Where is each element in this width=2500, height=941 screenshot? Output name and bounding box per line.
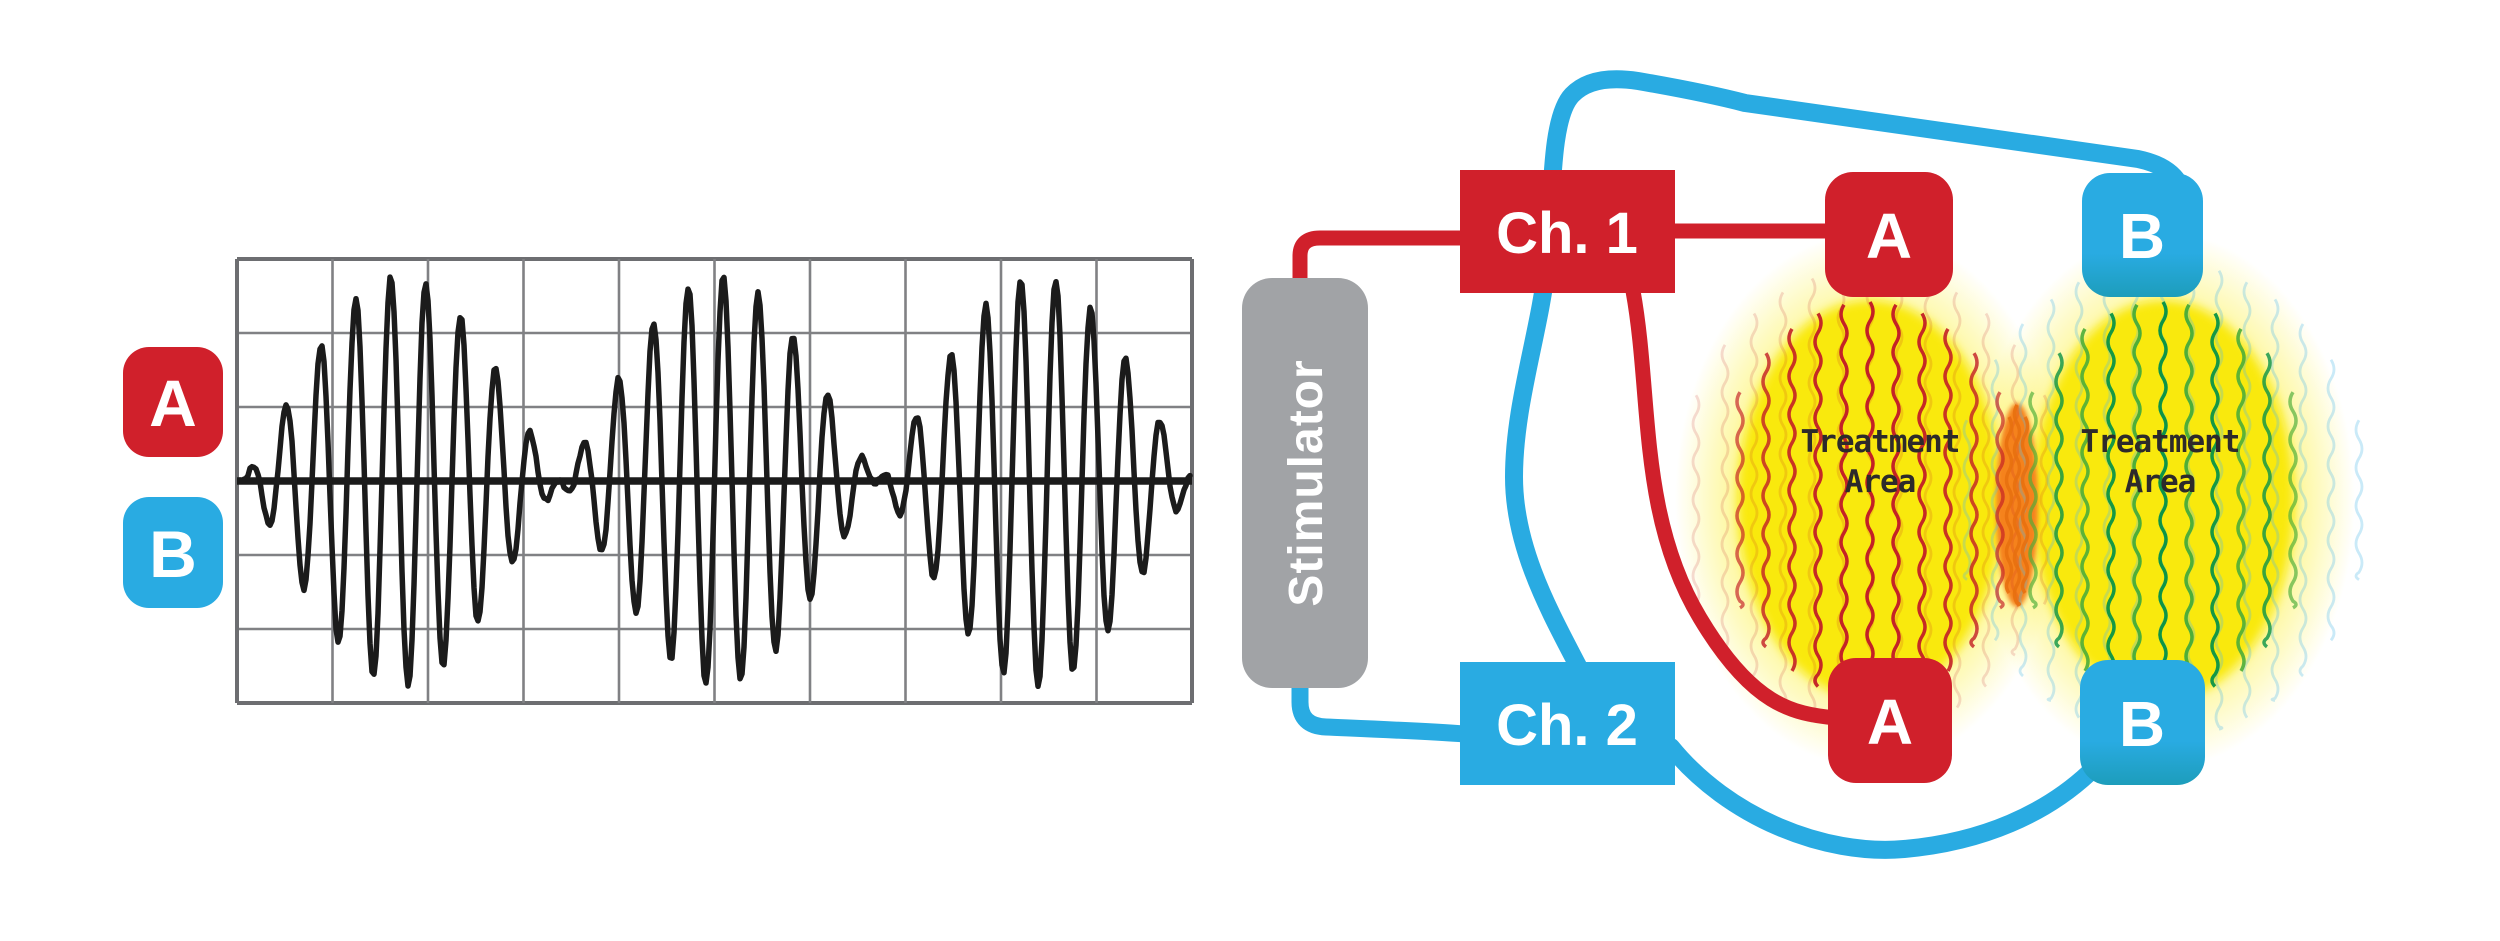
squiggle-line (2054, 352, 2064, 649)
squiggle-line (1865, 301, 1875, 700)
squiggle-line (2326, 358, 2336, 642)
electrode-b-bottom-box (2080, 660, 2205, 785)
squiggle-line (2158, 301, 2168, 700)
squiggle-line (2132, 303, 2142, 697)
oscilloscope-panel: A B (123, 257, 1194, 705)
squiggle-line (1807, 277, 1817, 723)
squiggle-line (2080, 327, 2090, 672)
squiggle-line (2298, 323, 2308, 678)
squiggle-line (1891, 303, 1901, 697)
treatment-label-left-line2: Area (1845, 464, 1916, 500)
treatment-area-right (2032, 300, 2294, 700)
squiggle-line (2184, 303, 2194, 697)
channel-2-label: Ch. 2 (1496, 693, 1638, 758)
squiggle-line (2210, 312, 2220, 688)
cable-blue-stimulator-to-ch2 (1291, 674, 1474, 743)
squiggle-line (1943, 327, 1953, 672)
squiggle-line (1969, 352, 1979, 649)
squiggle-line (2236, 327, 2246, 672)
channel-1-box (1460, 170, 1675, 293)
squiggle-line (2288, 391, 2298, 610)
electrode-a-bottom-label: A (1867, 686, 1913, 758)
squiggle-line (2028, 391, 2038, 610)
squiggle-line (1749, 312, 1759, 688)
squiggle-line (1720, 344, 1730, 657)
squiggle-line (1761, 352, 1771, 649)
electrode-a-top-box (1825, 172, 1953, 297)
cable-red-stimulator-to-ch1 (1292, 230, 1473, 296)
squiggle-line (2354, 419, 2364, 581)
cable-blue-ch2-to-electrode-b-bottom (1662, 738, 2098, 859)
squiggle-line (2270, 298, 2280, 702)
squiggle-line (1735, 391, 1745, 610)
channel-2-box (1460, 662, 1675, 785)
squiggle-line (2106, 312, 2116, 688)
stimulator-box (1242, 278, 1368, 688)
squiggle-line (2074, 281, 2084, 719)
squiggle-line (2004, 416, 2014, 595)
squiggle-line (1962, 419, 1972, 581)
interference-waveform (237, 274, 1193, 690)
squiggle-line (1787, 327, 1797, 672)
squiggle-line (2012, 404, 2022, 607)
squiggle-line (1952, 291, 1962, 709)
cable-red-ch1-to-electrode-a-bottom (1625, 283, 1844, 726)
treatment-area-left (1738, 300, 2002, 700)
electrode-a-bottom-box (1828, 658, 1952, 783)
squiggle-line (2214, 270, 2224, 731)
electrode-a-top-label: A (1866, 200, 1912, 272)
squiggle-line (2020, 416, 2030, 595)
squiggle-line (2046, 298, 2056, 702)
badge-b-box (123, 497, 223, 608)
squiggle-line (1839, 303, 1849, 697)
squiggle-line (2010, 344, 2020, 657)
cable-blue-ch2-to-electrode-b-top (1505, 70, 2193, 675)
treatment-label-right-line2: Area (2125, 464, 2196, 500)
channel-1-label: Ch. 1 (1496, 201, 1638, 266)
squiggle-line (1917, 312, 1927, 688)
squiggle-line (1981, 312, 1991, 688)
squiggle-line (2262, 352, 2272, 649)
electrode-b-top-label: B (2119, 200, 2165, 272)
electrode-b-bottom-label: B (2119, 688, 2165, 760)
electrode-b-top-box (2082, 173, 2203, 297)
squiggle-line (2242, 281, 2252, 719)
squiggle-line (1691, 394, 1701, 606)
badge-a-label: A (149, 366, 197, 440)
squiggle-field-right (2028, 301, 2298, 700)
badge-a-box (123, 347, 223, 457)
badge-b-label: B (149, 517, 197, 591)
squiggle-lens (2004, 404, 2030, 607)
squiggle-line (2039, 394, 2049, 606)
squiggle-line (1778, 291, 1788, 709)
squiggle-line (1813, 312, 1823, 688)
treatment-label-right-line1: Treatment (2081, 424, 2240, 460)
squiggle-field-left (1735, 301, 2005, 700)
treatment-label-left-line1: Treatment (1801, 424, 1960, 460)
squiggle-line (1995, 391, 2005, 610)
stimulator-label: Stimulator (1280, 359, 1333, 606)
